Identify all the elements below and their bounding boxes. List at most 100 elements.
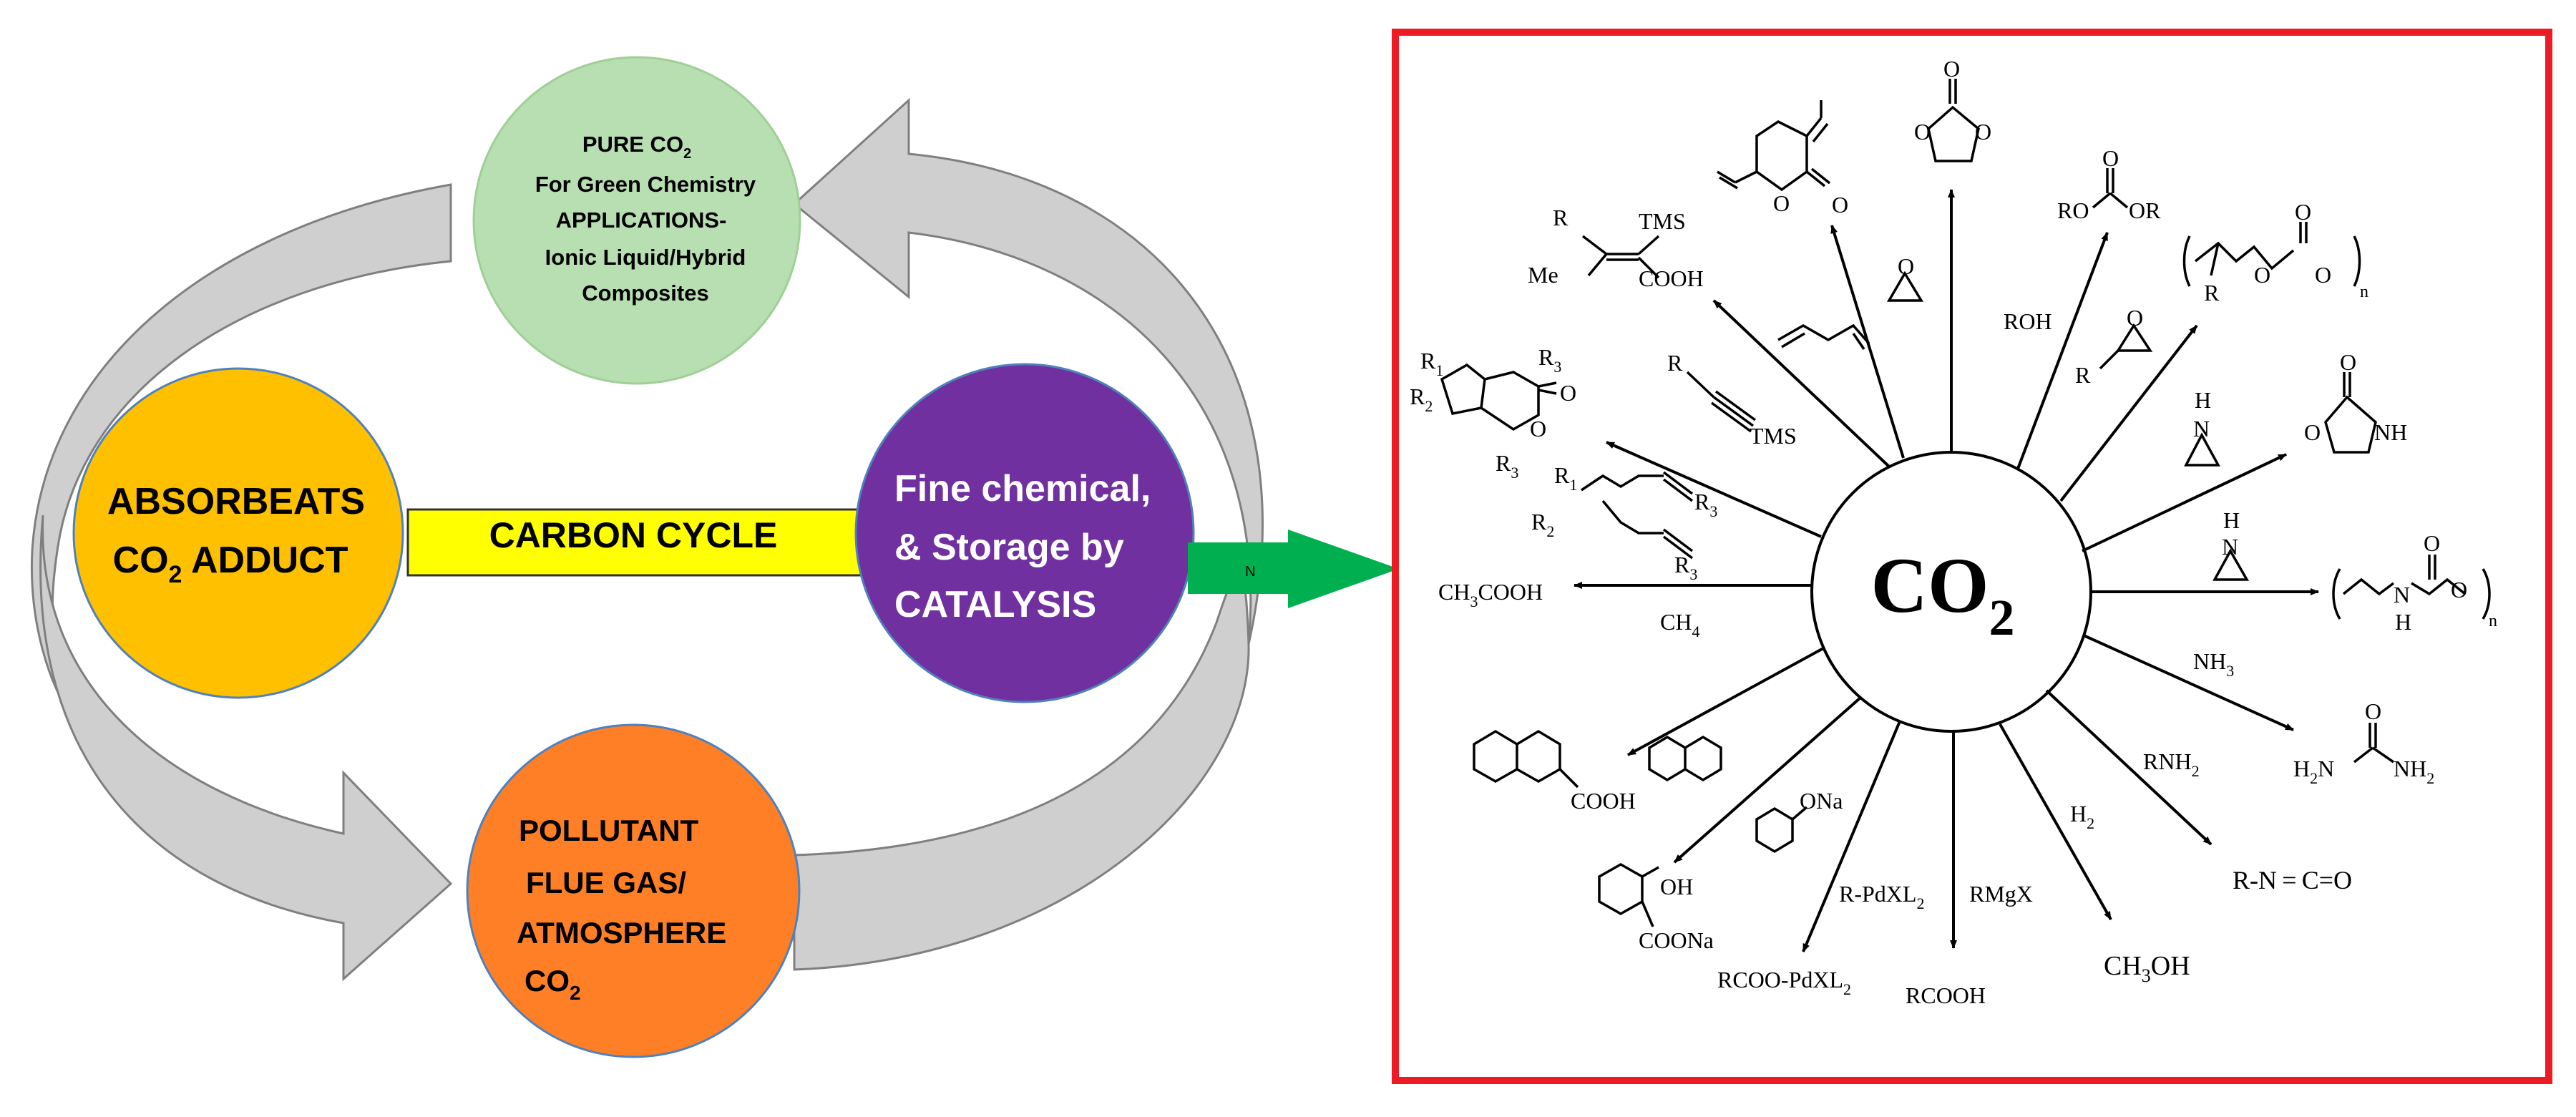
svg-text:RNH2: RNH2 bbox=[2143, 748, 2200, 780]
svg-text:For Green Chemistry: For Green Chemistry bbox=[535, 172, 756, 197]
svg-text:CH3COOH: CH3COOH bbox=[1438, 579, 1543, 610]
orange-circle bbox=[466, 723, 801, 1058]
arrow-polycarbonate bbox=[2059, 324, 2198, 502]
purple-circle-text: Fine chemical, & Storage by CATALYSIS bbox=[894, 468, 1151, 625]
svg-text:POLLUTANT: POLLUTANT bbox=[519, 814, 699, 847]
svg-text:R3: R3 bbox=[1694, 489, 1717, 520]
svg-text:APPLICATIONS-: APPLICATIONS- bbox=[556, 208, 727, 233]
svg-text:O: O bbox=[1975, 119, 1991, 145]
svg-text:ABSORBEATS: ABSORBEATS bbox=[107, 481, 365, 522]
arrow-urea bbox=[2083, 634, 2294, 731]
svg-text:Composites: Composites bbox=[582, 281, 708, 306]
svg-text:R3: R3 bbox=[1674, 552, 1697, 583]
structures bbox=[1440, 79, 2491, 927]
svg-text:ONa: ONa bbox=[1800, 788, 1843, 814]
svg-text:O: O bbox=[2102, 145, 2119, 171]
purple-circle bbox=[854, 363, 1195, 703]
epoxide-1 bbox=[1886, 270, 1924, 302]
yellow-circle bbox=[72, 367, 404, 699]
lactone-ring bbox=[1717, 100, 1831, 192]
svg-text:RO: RO bbox=[2057, 197, 2089, 223]
cycle-arrow-lower-left bbox=[39, 514, 453, 982]
green-circle bbox=[472, 56, 801, 385]
svg-text:N: N bbox=[2193, 416, 2210, 442]
svg-text:FLUE GAS/: FLUE GAS/ bbox=[526, 866, 686, 899]
svg-text:OH: OH bbox=[1660, 874, 1693, 899]
svg-text:CO2: CO2 bbox=[525, 964, 581, 1004]
svg-text:O: O bbox=[1773, 190, 1790, 216]
oxazolidinone bbox=[2324, 372, 2377, 454]
svg-text:CH3OH: CH3OH bbox=[2104, 951, 2190, 986]
svg-text:H: H bbox=[2395, 609, 2411, 635]
svg-text:O: O bbox=[2365, 698, 2381, 724]
svg-text:RMgX: RMgX bbox=[1969, 881, 2033, 907]
link-arrow bbox=[1188, 530, 1399, 608]
svg-text:RCOOH: RCOOH bbox=[1906, 982, 1986, 1008]
orange-circle-text: POLLUTANT FLUE GAS/ ATMOSPHERE CO2 bbox=[517, 814, 726, 1004]
aziridine-2 bbox=[2212, 548, 2250, 581]
svg-text:H: H bbox=[2195, 387, 2211, 413]
arrow-salicylate bbox=[1673, 696, 1862, 864]
svg-text:O: O bbox=[2304, 419, 2321, 445]
svg-text:O: O bbox=[1943, 56, 1960, 82]
svg-text:R: R bbox=[2075, 362, 2091, 388]
svg-text:R2: R2 bbox=[1410, 384, 1433, 415]
svg-text:NH2: NH2 bbox=[2394, 756, 2434, 787]
svg-text:CO2 ADDUCT: CO2 ADDUCT bbox=[113, 540, 348, 588]
arrow-isocyanate bbox=[2045, 689, 2212, 846]
sodium-phenoxide bbox=[1755, 806, 1808, 854]
cycle-arrow-upper-right bbox=[792, 97, 1264, 645]
co2-center-label: CO2 bbox=[1871, 542, 2015, 646]
svg-text:R1: R1 bbox=[1554, 462, 1577, 494]
svg-text:& Storage by: & Storage by bbox=[894, 527, 1124, 568]
diyne bbox=[1581, 471, 1694, 560]
svg-text:H2N: H2N bbox=[2293, 756, 2334, 787]
svg-text:R: R bbox=[2204, 280, 2220, 306]
arrow-tms-acid bbox=[1712, 299, 1890, 468]
tms-alkyne bbox=[1686, 371, 1757, 433]
svg-text:COOH: COOH bbox=[1639, 265, 1704, 291]
svg-text:R-N = C=O: R-N = C=O bbox=[2233, 866, 2352, 894]
svg-text:NH: NH bbox=[2374, 419, 2407, 445]
butadiene bbox=[1777, 323, 1870, 350]
svg-text:O: O bbox=[1530, 416, 1546, 442]
arrow-pyranone bbox=[1606, 441, 1822, 538]
green-circle-text: PURE CO2 For Green Chemistry APPLICATION… bbox=[535, 132, 756, 306]
structure-labels: R TMS Me COOH O O O O O O O RO OR ROH O … bbox=[1410, 56, 2497, 1008]
svg-text:O: O bbox=[2451, 577, 2467, 603]
svg-text:Me: Me bbox=[1528, 262, 1558, 288]
svg-text:O: O bbox=[1898, 253, 1914, 279]
naphthalene bbox=[1648, 735, 1722, 782]
polyurethane bbox=[2332, 555, 2491, 620]
svg-text:O: O bbox=[2295, 199, 2311, 225]
svg-text:R: R bbox=[1667, 350, 1683, 376]
svg-text:O: O bbox=[2254, 262, 2270, 288]
svg-text:R: R bbox=[1553, 205, 1568, 230]
yellow-circle-text: ABSORBEATS CO2 ADDUCT bbox=[107, 481, 365, 588]
svg-text:O: O bbox=[1560, 380, 1576, 406]
svg-text:n: n bbox=[2360, 283, 2368, 301]
svg-text:O: O bbox=[2340, 349, 2356, 375]
svg-text:O: O bbox=[2424, 530, 2440, 556]
co2-reaction-panel: CO2 bbox=[1392, 29, 2552, 1084]
carbon-cycle-panel: CARBON CYCLE PURE CO2 For Green Chemistr… bbox=[30, 56, 1399, 1058]
carbon-cycle-bar bbox=[406, 508, 867, 577]
svg-text:TMS: TMS bbox=[1750, 423, 1797, 449]
svg-text:N: N bbox=[2394, 582, 2410, 608]
svg-text:COOH: COOH bbox=[1571, 788, 1636, 814]
svg-text:PURE CO2: PURE CO2 bbox=[582, 132, 691, 162]
arrow-dialkyl-carbonate bbox=[2016, 232, 2109, 469]
svg-text:COONa: COONa bbox=[1639, 927, 1714, 953]
svg-text:O: O bbox=[2127, 305, 2143, 331]
svg-text:O: O bbox=[1914, 119, 1931, 145]
sodium-salicylate bbox=[1598, 862, 1659, 927]
svg-text:OR: OR bbox=[2129, 197, 2161, 223]
urea bbox=[2353, 723, 2394, 764]
svg-text:TMS: TMS bbox=[1639, 208, 1686, 234]
svg-text:CATALYSIS: CATALYSIS bbox=[894, 584, 1096, 625]
svg-text:O: O bbox=[1832, 192, 1848, 218]
carbon-cycle-label: CARBON CYCLE bbox=[489, 515, 778, 555]
arrow-methanol bbox=[1999, 723, 2112, 920]
reaction-arrows bbox=[1574, 189, 2319, 952]
